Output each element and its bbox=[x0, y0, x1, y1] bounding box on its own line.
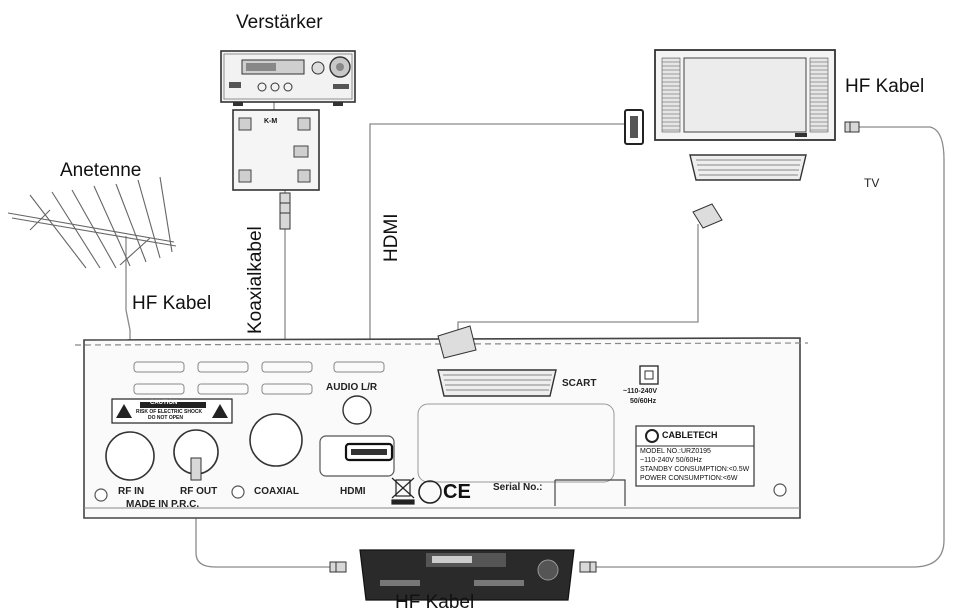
brand-label: CABLETECH bbox=[662, 430, 718, 440]
power-spec-label-2: 50/60Hz bbox=[630, 398, 657, 405]
amplifier-device bbox=[220, 50, 356, 106]
box-rf-plug-left bbox=[329, 561, 347, 573]
hdmi-cable-label: HDMI bbox=[381, 213, 402, 262]
tv-device bbox=[654, 49, 836, 141]
rf-in-port-label: RF IN bbox=[118, 486, 145, 497]
amp-back-panel bbox=[232, 109, 320, 191]
antenna-icon bbox=[7, 176, 177, 269]
caution-line-2: DO NOT OPEN bbox=[148, 415, 184, 421]
receiver-back-panel bbox=[74, 325, 809, 519]
hf-cable-antenna-label: HF Kabel bbox=[132, 293, 212, 314]
scart-port-label: SCART bbox=[562, 378, 597, 389]
rfout-cable-line bbox=[195, 478, 330, 568]
hf-cable-bottom-label: HF Kabel bbox=[395, 592, 475, 613]
tv-rf-plug bbox=[844, 121, 860, 133]
caution-line-1: RISK OF ELECTRIC SHOCK bbox=[136, 409, 203, 415]
ce-mark: CE bbox=[443, 481, 471, 503]
tv-label: TV bbox=[864, 176, 880, 190]
receiver-box bbox=[359, 549, 575, 601]
model-label: MODEL NO.:URZ0195 bbox=[640, 448, 711, 455]
caution-title: CAUTION bbox=[150, 400, 178, 406]
rf-out-port-label: RF OUT bbox=[180, 486, 218, 497]
standby-label: STANDBY CONSUMPTION:<0.5W bbox=[640, 466, 750, 473]
weee-bin-icon bbox=[391, 477, 415, 505]
r-mark-icon bbox=[418, 480, 442, 504]
serial-no-label: Serial No.: bbox=[493, 482, 543, 493]
tv-rf-cable-line bbox=[596, 126, 945, 568]
power-spec-label-1: ~110-240V bbox=[623, 388, 658, 395]
amplifier-label: Verstärker bbox=[236, 12, 323, 33]
tv-scart-connector bbox=[689, 154, 807, 229]
spec-power-label: ~110-240V 50/60Hz bbox=[640, 457, 702, 464]
consumption-label: POWER CONSUMPTION:<6W bbox=[640, 475, 738, 482]
hf-cable-tv-label: HF Kabel bbox=[845, 76, 925, 97]
hdmi-port-label: HDMI bbox=[340, 486, 366, 497]
coax-plug-top bbox=[279, 192, 291, 230]
coaxial-port-label: COAXIAL bbox=[254, 486, 299, 497]
audio-lr-port-label: AUDIO L/R bbox=[326, 382, 378, 393]
tv-hdmi-plug bbox=[624, 109, 644, 145]
antenna-label: Anetenne bbox=[60, 160, 142, 181]
amp-panel-label: K-M bbox=[264, 118, 278, 125]
scart-cable-line bbox=[457, 224, 699, 336]
coax-cable-label: Koaxialkabel bbox=[245, 226, 266, 334]
box-rf-plug-right bbox=[579, 561, 597, 573]
made-in-label: MADE IN P.R.C. bbox=[126, 499, 200, 510]
